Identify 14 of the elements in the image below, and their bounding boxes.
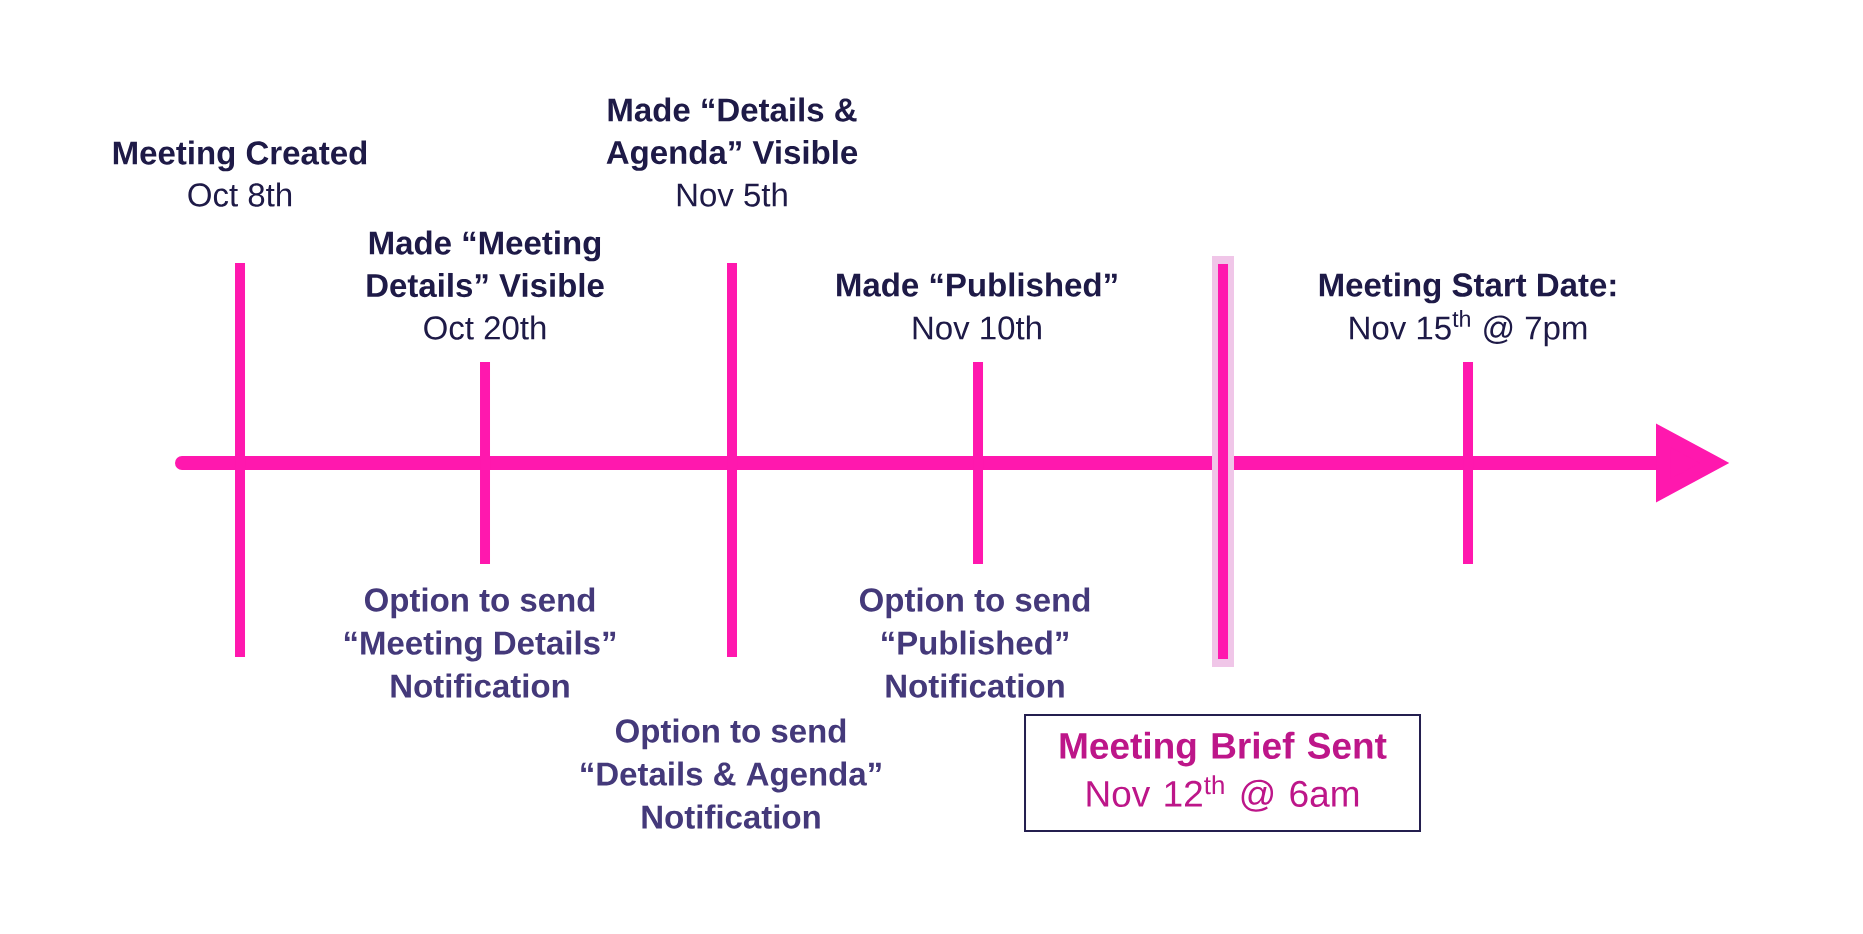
notification-option: Option to send “Published” Notification [859, 587, 1090, 698]
event-title: Made “Meeting Details” Visible [367, 230, 604, 298]
event-title: Meeting Created [113, 140, 367, 172]
event-date: Nov 10th [913, 315, 1041, 340]
event-date: Nov 5th [677, 182, 787, 207]
event-date: Oct 8th [188, 182, 292, 207]
notification-option: Option to send “Details & Agenda” Notification [581, 718, 881, 829]
event-box: Meeting Brief Sent Nov 12$^{th}$ @ 6am [1024, 714, 1421, 832]
notification-option: Option to send “Meeting Details” Notification [344, 587, 616, 698]
event-title: Made “Details & Agenda” Visible [606, 97, 858, 171]
event-date: Nov 15$^{th}$ @ 7pm [1350, 310, 1587, 347]
event-date: Oct 20th [424, 315, 546, 340]
event-title: Made “Published” [837, 272, 1117, 297]
event-title: Meeting Start Date: [1319, 272, 1616, 304]
